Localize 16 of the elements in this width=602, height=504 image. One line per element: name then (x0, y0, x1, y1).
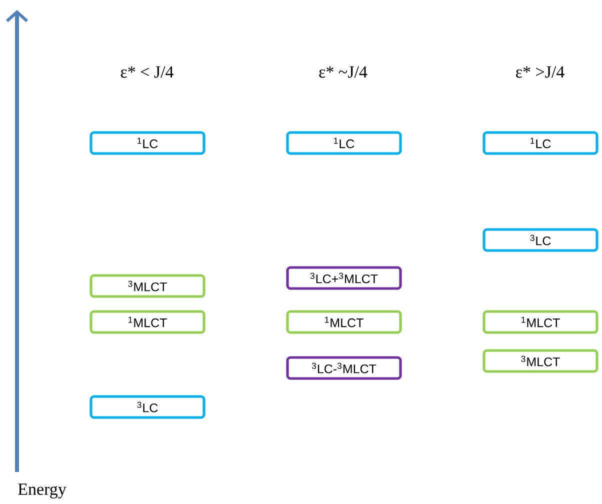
state-box: $^{1}$LC (482, 131, 598, 155)
state-box: $^{3}$MLCT (482, 349, 598, 373)
column-heading: ε* ~J/4 (319, 66, 368, 78)
state-box: $^{3}$MLCT (90, 274, 206, 298)
state-box: $^{1}$MLCT (90, 310, 206, 334)
state-box: $^{1}$MLCT (286, 310, 402, 334)
column-heading: ε* >J/4 (516, 66, 564, 78)
state-box: $^{1}$LC (90, 131, 206, 155)
state-box: $^{3}$LC+$^{3}$MLCT (286, 266, 402, 290)
column-heading: ε* < J/4 (120, 66, 174, 78)
state-box: $^{1}$LC (286, 131, 402, 155)
state-box: $^{3}$LC (90, 395, 206, 419)
axis-label: Energy (18, 484, 66, 498)
state-box: $^{3}$LC (482, 228, 598, 252)
state-box: $^{1}$MLCT (482, 310, 598, 334)
state-box: $^{3}$LC-$^{3}$MLCT (286, 356, 402, 380)
